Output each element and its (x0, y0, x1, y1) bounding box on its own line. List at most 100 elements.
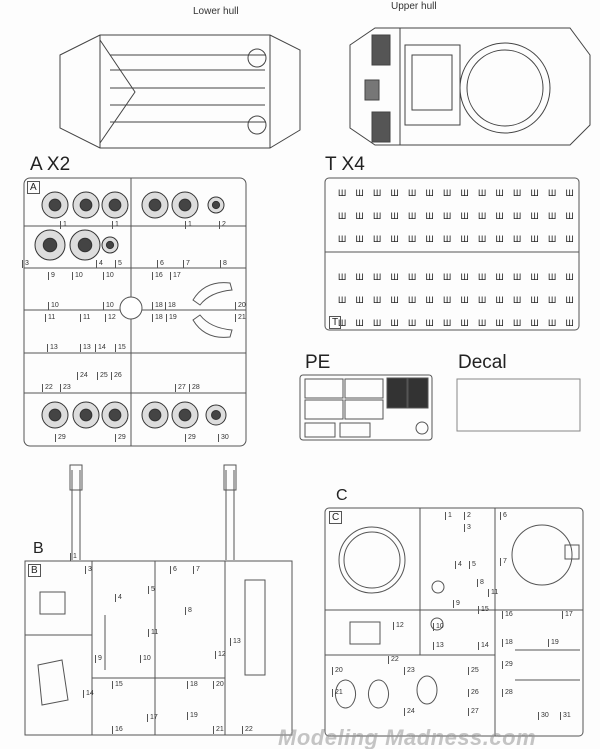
wheel-part (42, 237, 58, 253)
sprue-c-frame (324, 507, 584, 737)
part-number: 25 (468, 667, 479, 675)
track-link: Ш (338, 318, 346, 328)
wheel-part (79, 408, 93, 422)
pe-heading: PE (305, 352, 331, 373)
track-link: Ш (373, 188, 381, 198)
track-link: Ш (496, 295, 504, 305)
watermark: Modeling Madness.com (278, 725, 537, 749)
part-number: 27 (468, 708, 479, 716)
part-number: 13 (47, 344, 58, 352)
sprue-t-tag: T (329, 316, 342, 329)
part-number: 12 (393, 622, 404, 630)
part-number: 10 (72, 272, 83, 280)
part-number: 7 (183, 260, 190, 268)
wheel-part (108, 408, 122, 422)
part-number: 11 (488, 589, 498, 597)
track-link: Ш (408, 211, 416, 221)
track-link: Ш (461, 272, 469, 282)
track-link: Ш (443, 234, 451, 244)
track-link: Ш (373, 234, 381, 244)
part-number: 30 (538, 712, 549, 720)
part-number: 21 (332, 689, 343, 697)
decal-heading: Decal (458, 352, 507, 373)
wheel-part (178, 198, 192, 212)
track-link: Ш (426, 188, 434, 198)
part-number: 11 (148, 629, 158, 637)
part-number: 18 (187, 681, 198, 689)
part-number: 13 (230, 638, 241, 646)
wheel-part (211, 410, 221, 420)
part-number: 23 (60, 384, 71, 392)
track-link: Ш (443, 188, 451, 198)
track-link: Ш (566, 295, 574, 305)
part-number: 9 (95, 655, 102, 663)
track-link: Ш (531, 318, 539, 328)
part-number: 2 (464, 512, 471, 520)
track-link: Ш (461, 234, 469, 244)
part-number: 25 (97, 372, 108, 380)
part-number: 16 (502, 611, 513, 619)
sprue-b-tag: B (28, 564, 41, 577)
track-link: Ш (496, 234, 504, 244)
part-number: 16 (112, 726, 123, 734)
part-number: 1 (70, 553, 77, 561)
part-number: 18 (152, 302, 163, 310)
wheel-part (211, 200, 221, 210)
track-link: Ш (408, 234, 416, 244)
part-number: 16 (152, 272, 163, 280)
track-link: Ш (426, 211, 434, 221)
sprue-t-heading: T X4 (325, 154, 365, 175)
part-number: 19 (166, 314, 177, 322)
track-link: Ш (356, 234, 364, 244)
part-number: 13 (433, 642, 444, 650)
track-link: Ш (548, 318, 556, 328)
track-link: Ш (391, 295, 399, 305)
track-link: Ш (496, 188, 504, 198)
part-number: 14 (83, 690, 94, 698)
road-wheels (34, 191, 227, 429)
lower-hull-label: Lower hull (193, 6, 239, 17)
part-number: 18 (152, 314, 163, 322)
track-link: Ш (513, 211, 521, 221)
track-link: Ш (356, 188, 364, 198)
part-number: 10 (140, 655, 151, 663)
track-link: Ш (548, 272, 556, 282)
wheel-part (77, 237, 93, 253)
track-link: Ш (373, 211, 381, 221)
track-link: Ш (391, 318, 399, 328)
track-link: Ш (408, 318, 416, 328)
part-number: 24 (77, 372, 88, 380)
part-number: 9 (48, 272, 55, 280)
track-link: Ш (531, 188, 539, 198)
upper-hull-label: Upper hull (391, 1, 437, 12)
part-number: 5 (115, 260, 122, 268)
part-number: 3 (464, 524, 471, 532)
part-number: 3 (85, 566, 92, 574)
part-number: 4 (115, 594, 122, 602)
track-link: Ш (478, 188, 486, 198)
track-link: Ш (391, 211, 399, 221)
track-link: Ш (338, 234, 346, 244)
part-number: 26 (468, 689, 479, 697)
part-number: 20 (213, 681, 224, 689)
wheel-part (48, 408, 62, 422)
wheel-part (148, 198, 162, 212)
part-number: 29 (115, 434, 126, 442)
part-number: 20 (235, 302, 246, 310)
sprue-b-frame (24, 464, 293, 736)
track-link: Ш (531, 295, 539, 305)
wheel-part (178, 408, 192, 422)
part-number: 19 (187, 712, 198, 720)
part-number: 21 (213, 726, 224, 734)
part-number: 28 (189, 384, 200, 392)
track-link: Ш (356, 295, 364, 305)
track-link: Ш (408, 188, 416, 198)
track-link: Ш (478, 211, 486, 221)
sprue-t-frame (324, 177, 580, 331)
track-link: Ш (426, 234, 434, 244)
part-number: 2 (219, 221, 226, 229)
track-link: Ш (496, 211, 504, 221)
track-link: Ш (391, 272, 399, 282)
